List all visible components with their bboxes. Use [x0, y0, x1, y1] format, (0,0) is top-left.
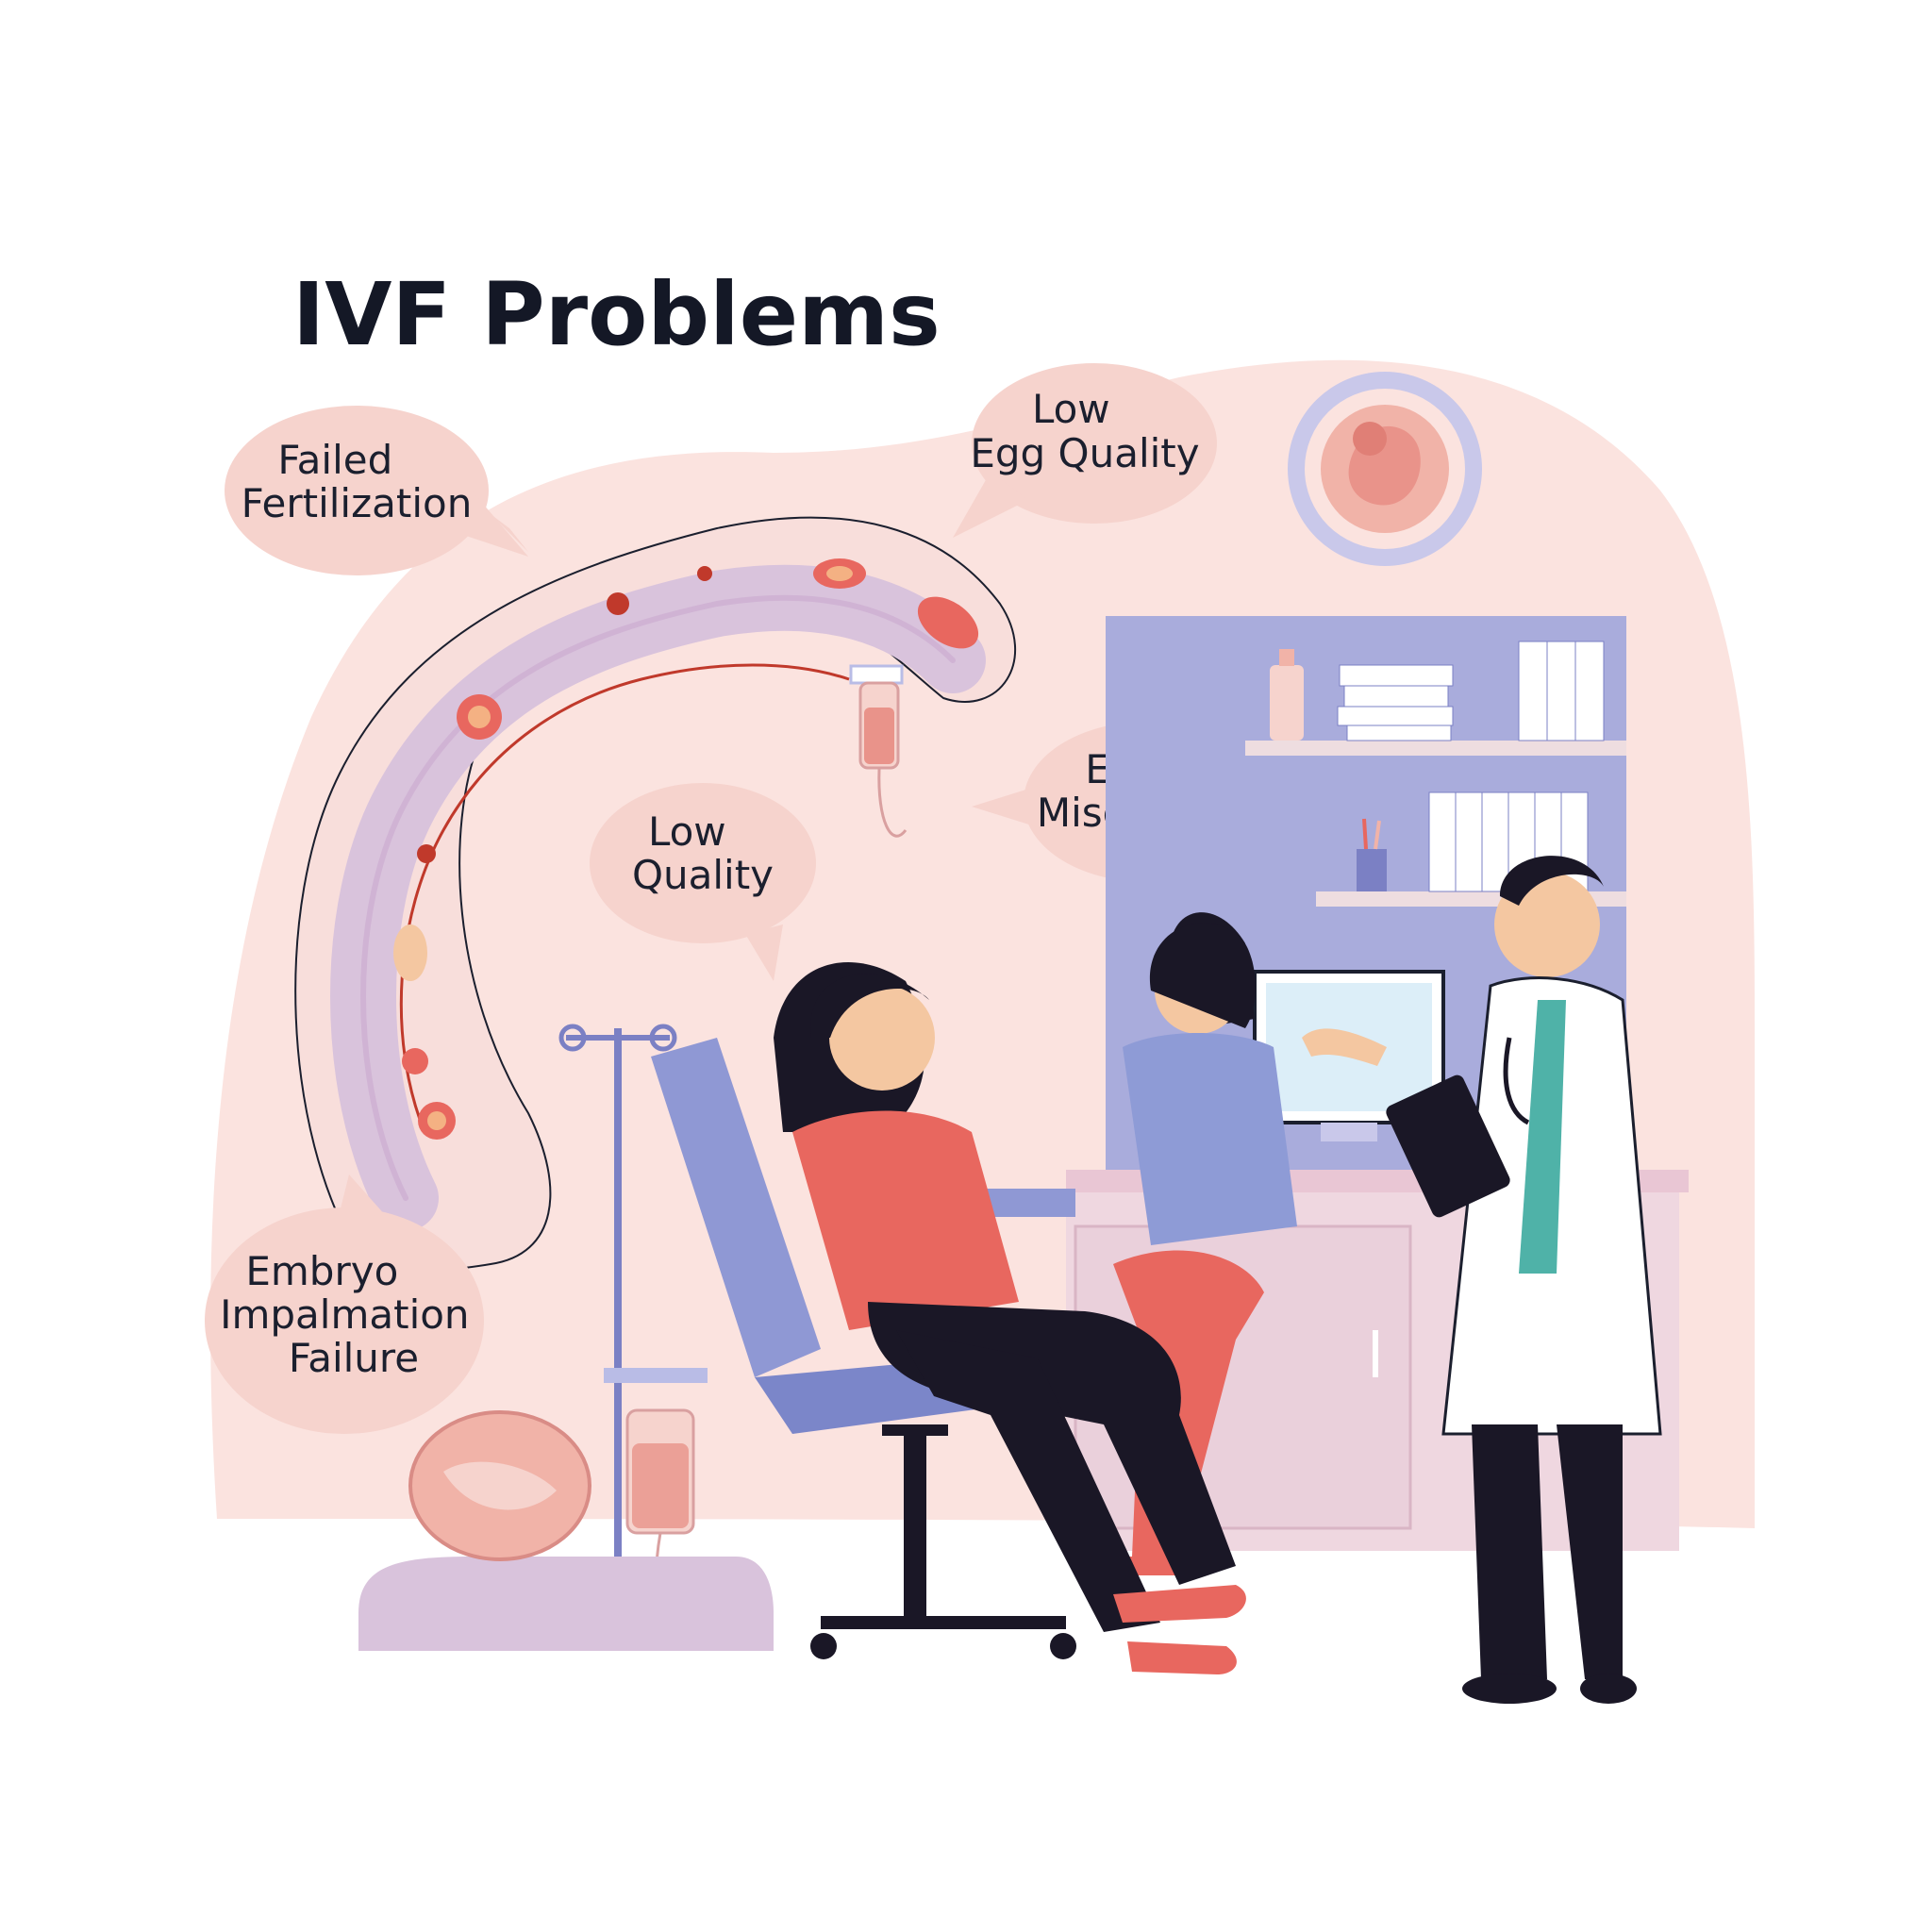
- svg-text:Failed Fertilization: Failed Fertilization: [242, 437, 473, 526]
- bubble-line: Failure: [289, 1335, 419, 1381]
- stethoscope-icon: [1503, 1037, 1530, 1125]
- page-title: IVF Problems: [292, 264, 941, 365]
- bubble-line: Low: [648, 808, 726, 855]
- bubble-low-egg-quality: Low Egg Quality: [953, 363, 1217, 538]
- bubble-line: Impalmation: [220, 1291, 469, 1338]
- iv-bag-icon: [849, 664, 908, 838]
- svg-text:Embryo Impalmation: Embryo Impalmation Failure: [220, 1248, 482, 1381]
- doctor-figure: [1302, 856, 1662, 1704]
- bottle-icon: [1270, 649, 1304, 741]
- pen-cup-icon: [1357, 818, 1387, 891]
- bubble-line: Low: [1032, 386, 1110, 432]
- bubble-line: Quality: [632, 852, 774, 898]
- bubble-embryo-failure: Embryo Impalmation Failure: [205, 1174, 484, 1434]
- tablet-icon: [1386, 1074, 1510, 1218]
- bubble-line: Embryo: [245, 1248, 398, 1294]
- bubble-failed-fertilization: Failed Fertilization: [225, 406, 528, 575]
- binders-icon: [1428, 791, 1589, 892]
- bubble-low-quality: Low Quality: [590, 783, 816, 981]
- binders-icon: [1518, 641, 1605, 741]
- placenta-model-icon: [358, 1410, 774, 1651]
- fetus-in-womb-icon: [1288, 372, 1482, 566]
- iv-stand-icon: [558, 1024, 708, 1557]
- svg-text:Low Egg Quality: Low Egg Quality: [970, 386, 1199, 476]
- bubble-line: Failed: [277, 437, 392, 483]
- patient-figure: [774, 962, 1246, 1674]
- bubble-line: Fertilization: [242, 480, 473, 526]
- fallopian-tube-diagram: [294, 516, 1017, 1272]
- embryo-cell-icon: [393, 924, 427, 981]
- books-icon: [1337, 664, 1454, 741]
- bubble-line: Egg Quality: [970, 430, 1199, 476]
- egg-cell-icon: [697, 566, 712, 581]
- egg-cell-icon: [607, 592, 629, 615]
- svg-text:Low Quality: Low Quality: [632, 808, 774, 898]
- iv-bag-icon: [625, 1408, 695, 1624]
